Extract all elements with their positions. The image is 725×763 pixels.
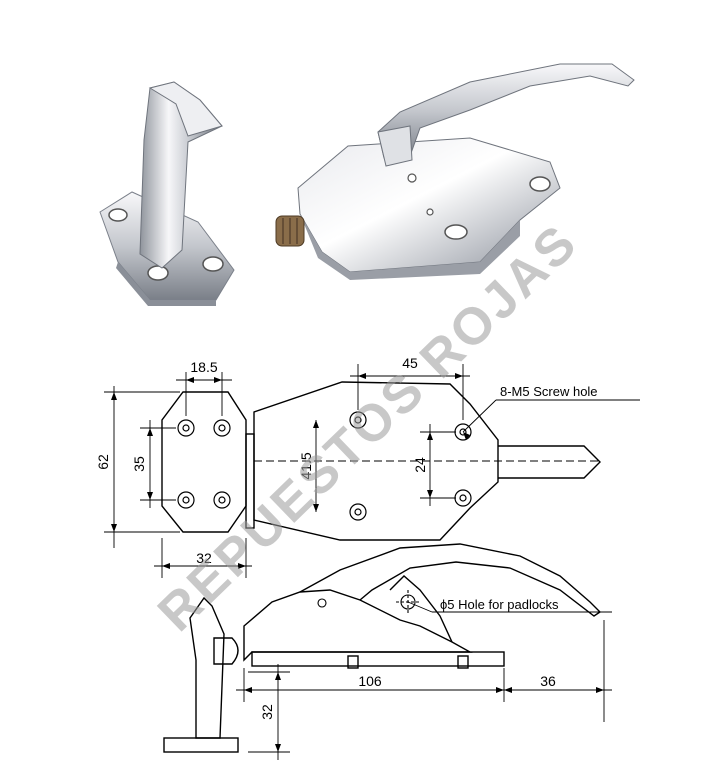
latch-screw-hole [444, 224, 468, 240]
strike-screw-hole [202, 256, 224, 272]
strike-screw-hole [147, 265, 169, 281]
screw-hole-note: 8-M5 Screw hole [500, 384, 598, 399]
screw-hole-mark [177, 419, 195, 437]
screw-hole-mark [213, 419, 231, 437]
dim-18-5: 18.5 [190, 359, 217, 375]
top-view-drawing [161, 381, 601, 541]
dim-24: 24 [412, 457, 428, 473]
side-latch-body [243, 589, 473, 662]
screw-hole-mark [177, 491, 195, 509]
top-view-holes [177, 411, 472, 521]
dim-45: 45 [402, 355, 418, 371]
side-view-details [317, 590, 420, 614]
latch-photo [275, 63, 635, 280]
strike-photo [99, 81, 235, 306]
latch-rivet [426, 208, 434, 216]
dim-32-top: 32 [196, 550, 212, 566]
latch-screw-hole [529, 176, 551, 192]
screw-hole-mark [349, 503, 367, 521]
screw-hole-mark [349, 411, 367, 429]
strike-hook-top [148, 81, 223, 137]
side-strike-post [189, 596, 225, 739]
bolt-outline [498, 445, 601, 479]
dim-41-5: 41.5 [298, 452, 314, 479]
padlock-hole-note: ϕ5 Hole for padlocks [440, 597, 559, 612]
dim-36: 36 [540, 673, 556, 689]
strike-base-edge [116, 262, 216, 306]
latch-body-outline [253, 381, 499, 541]
side-base-plate [251, 651, 505, 667]
latch-body-shadow [300, 214, 520, 280]
dim-35: 35 [131, 456, 147, 472]
side-strike-foot [163, 737, 239, 753]
dim-62: 62 [95, 454, 111, 470]
strike-plate-outline [161, 391, 247, 533]
strike-screw-hole [108, 208, 128, 222]
latch-rivet [407, 173, 417, 183]
side-mount-stud [347, 655, 359, 669]
latch-handle-neck [377, 125, 413, 167]
side-mount-stud [457, 655, 469, 669]
side-roller [213, 637, 239, 665]
top-view-arrowheads [111, 373, 470, 569]
side-handle-link [389, 575, 453, 643]
dim-106: 106 [358, 673, 382, 689]
screw-hole-mark [213, 491, 231, 509]
side-view-arrowheads [244, 672, 604, 752]
dim-32-side: 32 [259, 704, 275, 720]
screw-hole-mark [454, 489, 472, 507]
